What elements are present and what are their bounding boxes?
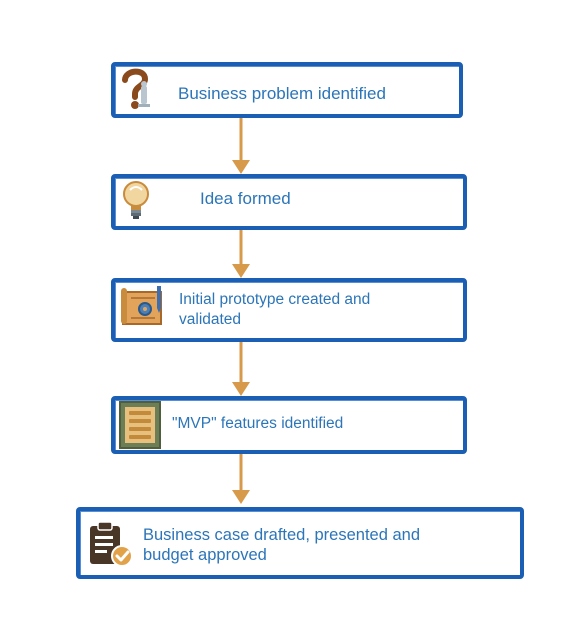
step-label-3-line2: validated xyxy=(179,311,242,328)
clipboard-check-icon xyxy=(86,520,134,568)
step-label-3-line1: Initial prototype created and xyxy=(179,291,371,308)
blueprint-gear-icon xyxy=(119,284,165,330)
step-box-2 xyxy=(111,174,467,230)
step-box-4 xyxy=(111,396,467,454)
question-person-icon xyxy=(117,66,153,112)
document-list-icon xyxy=(118,400,162,450)
step-box-1 xyxy=(111,62,463,118)
step-box-5 xyxy=(76,507,524,579)
lightbulb-icon xyxy=(121,180,151,222)
arrow-1 xyxy=(232,118,250,174)
step-label-4: "MVP" features identified xyxy=(172,415,344,432)
step-label-5-line1: Business case drafted, presented and xyxy=(143,526,421,544)
step-label-2: Idea formed xyxy=(200,189,291,208)
arrow-3 xyxy=(232,342,250,396)
step-label-1: Business problem identified xyxy=(178,84,386,103)
arrow-4 xyxy=(232,454,250,504)
step-box-3 xyxy=(111,278,467,342)
step-label-5-line2: budget approved xyxy=(143,546,267,564)
arrow-2 xyxy=(232,230,250,278)
